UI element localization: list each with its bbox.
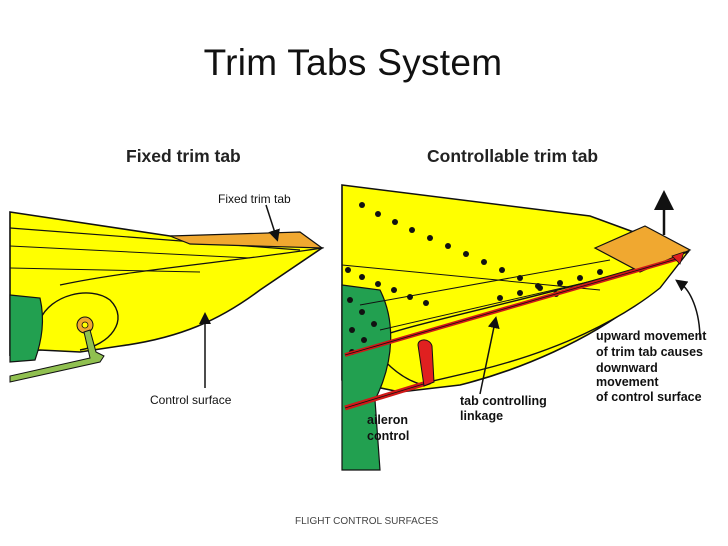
upward-movement-line-1: upward movement	[596, 329, 707, 343]
controllable-trim-tab-plate	[593, 225, 692, 273]
upward-movement-line-5: of control surface	[596, 390, 702, 404]
left-control-rod	[9, 329, 105, 383]
slide-title: Trim Tabs System	[203, 42, 503, 83]
controllable-trim-tab-illustration	[341, 184, 701, 471]
controllable-trim-tab-heading: Controllable trim tab	[427, 146, 599, 166]
upward-movement-line-4: movement	[596, 375, 659, 389]
fixed-trim-tab-illustration	[9, 204, 325, 388]
rivet-rows	[345, 202, 603, 355]
fixed-trim-tab-plate	[169, 231, 324, 249]
fixed-trim-tab-heading: Fixed trim tab	[126, 146, 241, 166]
aileron-label-line-1: aileron	[367, 413, 408, 427]
aileron-horn	[417, 339, 435, 387]
slide-footer: FLIGHT CONTROL SURFACES	[295, 516, 439, 527]
fixed-trim-tab-label: Fixed trim tab	[218, 192, 291, 206]
control-surface-label: Control surface	[150, 393, 232, 407]
left-spar	[9, 294, 44, 363]
upward-movement-line-3: downward	[596, 361, 658, 375]
linkage-label-line-1: tab controlling	[460, 394, 547, 408]
aileron-surface	[369, 250, 690, 385]
linkage-label-line-2: linkage	[460, 409, 503, 423]
aileron-label-line-2: control	[367, 429, 409, 443]
upward-movement-line-2: of trim tab causes	[596, 345, 703, 359]
